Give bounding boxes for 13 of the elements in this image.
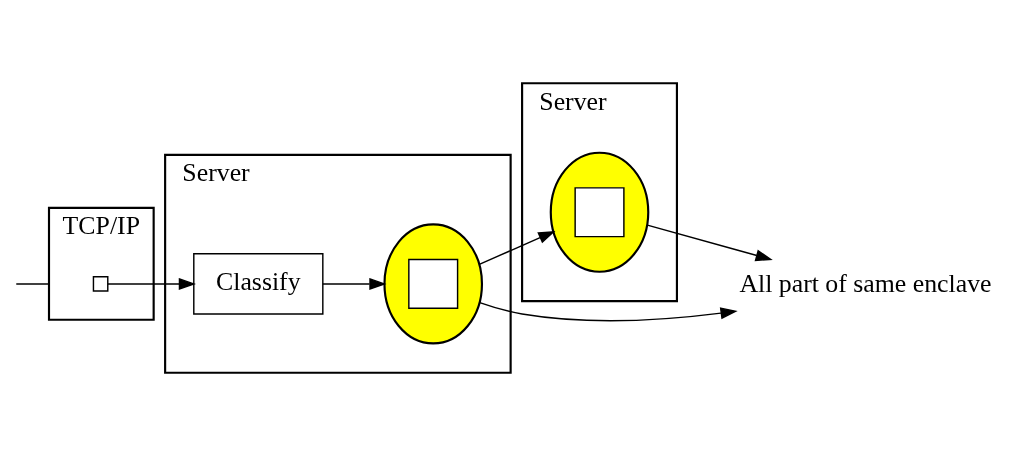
cluster: TCP/IP (47, 206, 155, 321)
node-box (92, 275, 109, 292)
node-circle (383, 222, 484, 344)
arrow (646, 223, 773, 261)
node-circle (549, 151, 650, 273)
arrow (478, 230, 556, 265)
node-box: Classify (193, 252, 324, 315)
arrow (322, 277, 387, 290)
arrow (107, 277, 196, 290)
arrow (479, 301, 738, 321)
connector (15, 282, 50, 285)
cluster: Server (521, 81, 678, 302)
node-text: All part of same enclave (739, 268, 992, 298)
